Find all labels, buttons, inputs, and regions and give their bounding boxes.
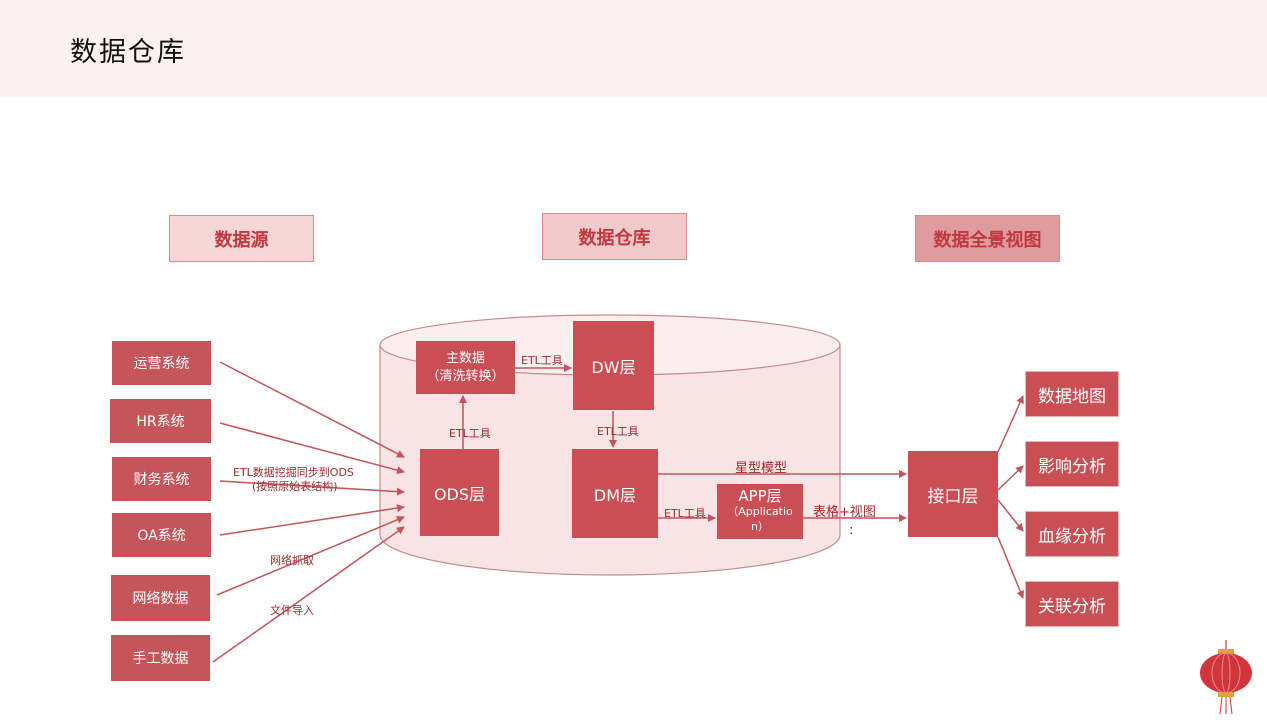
header-bar [0,0,1267,97]
label-etl-master-to-dw: ETL工具 [521,354,563,367]
source-operations-system: 运营系统 [112,341,211,385]
master-data-sublabel: （清洗转换） [426,368,505,384]
lantern-icon [1200,640,1252,715]
warehouse-arrows [459,364,907,522]
source-network-data: 网络数据 [111,575,210,621]
label-etl-dm-to-app: ETL工具 [664,507,706,520]
label-table-view: 表格+视图 [813,505,876,520]
page-title: 数据仓库 [70,37,186,68]
label-etl-ods-to-master: ETL工具 [449,427,491,440]
label-etl-sync: ETL数据挖掘同步到ODS [233,466,354,479]
output-data-map: 数据地图 [1025,371,1119,417]
interface-layer-box: 接口层 [908,451,998,537]
category-data-warehouse: 数据仓库 [542,213,687,260]
master-data-box: 主数据 （清洗转换） [416,341,515,394]
source-hr-system: HR系统 [110,399,211,443]
label-file-import: 文件导入 [270,604,314,617]
output-lineage-analysis: 血缘分析 [1025,511,1119,557]
app-layer-box: APP层 （Applicatio n） [717,484,803,539]
source-manual-data: 手工数据 [111,635,210,681]
output-arrows [997,395,1025,599]
source-arrows [212,361,405,663]
label-web-crawl: 网络抓取 [270,554,314,567]
label-etl-dw-to-dm: ETL工具 [597,425,639,438]
category-data-panorama: 数据全景视图 [915,215,1060,262]
category-data-source: 数据源 [169,215,314,262]
dm-layer-box: DM层 [572,449,658,538]
source-oa-system: OA系统 [112,513,211,557]
label-colon-mark: : [849,523,854,538]
label-original-structure: (按照原始表结构) [252,480,338,493]
app-layer-sublabel-cont: n） [751,520,769,533]
label-star-model: 星型模型 [735,461,788,476]
master-data-label: 主数据 [445,350,485,366]
ods-layer-box: ODS层 [420,449,499,536]
source-finance-system: 财务系统 [112,457,211,501]
app-layer-label: APP层 [738,487,782,505]
output-impact-analysis: 影响分析 [1025,441,1119,487]
app-layer-sublabel: （Applicatio [727,505,793,518]
dw-layer-box: DW层 [573,321,654,410]
output-association-analysis: 关联分析 [1025,581,1119,627]
